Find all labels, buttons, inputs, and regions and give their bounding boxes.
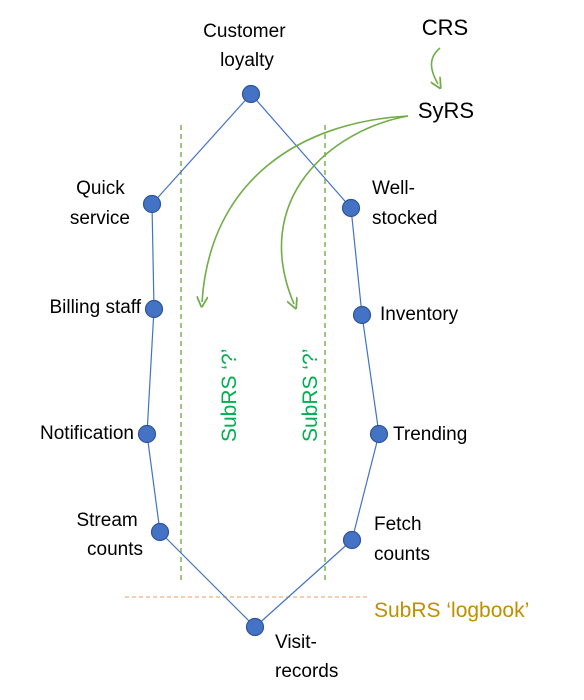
node-stream-counts xyxy=(150,522,170,542)
edge-loyalty-quick xyxy=(151,93,252,205)
edge-stream-visit xyxy=(159,531,256,628)
syrs-to-left-subrs-arrow xyxy=(202,115,409,302)
subrs-left-label: SubRS ‘?’ xyxy=(218,349,241,442)
node-fetch-counts xyxy=(342,530,362,550)
node-billing-staff xyxy=(144,299,164,319)
notification-label: Notification xyxy=(40,423,134,444)
inventory-label: Inventory xyxy=(380,304,459,325)
customer-loyalty-label: Customer loyalty xyxy=(203,21,291,71)
edge-fetch-visit xyxy=(254,539,353,628)
visit-records-label: Visit- records xyxy=(275,632,338,682)
node-well-stocked xyxy=(341,198,361,218)
syrs-to-right-subrs-arrow xyxy=(280,115,409,304)
node-inventory xyxy=(352,305,372,325)
edge-wellstocked-inventory xyxy=(350,207,363,316)
crs-label: CRS xyxy=(422,15,468,40)
subrs-logbook-label: SubRS ‘logbook’ xyxy=(374,599,529,622)
edge-loyalty-wellstocked xyxy=(250,93,352,209)
stream-counts-label: Stream counts xyxy=(76,510,143,560)
crs-to-syrs-arrow xyxy=(432,47,441,84)
left-chain xyxy=(146,93,256,628)
node-visit-records xyxy=(245,617,265,637)
edge-billing-notification xyxy=(146,308,155,435)
edge-quick-billing xyxy=(151,203,155,310)
edge-trending-fetch xyxy=(351,433,380,541)
trending-label: Trending xyxy=(393,424,467,445)
well-stocked-label: Well- stocked xyxy=(372,178,437,229)
nodes xyxy=(137,84,389,637)
node-notification xyxy=(137,424,157,444)
node-quick-service xyxy=(142,194,162,214)
edge-inventory-trending xyxy=(361,314,380,435)
billing-staff-label: Billing staff xyxy=(49,297,141,318)
edge-notification-stream xyxy=(146,433,161,533)
right-chain xyxy=(250,93,380,628)
quick-service-label: Quick service xyxy=(70,178,130,229)
fetch-counts-label: Fetch counts xyxy=(374,514,430,565)
syrs-label: SyRS xyxy=(418,98,474,123)
node-customer-loyalty xyxy=(241,84,261,104)
node-trending xyxy=(369,424,389,444)
subrs-right-label: SubRS ‘?’ xyxy=(299,349,322,442)
